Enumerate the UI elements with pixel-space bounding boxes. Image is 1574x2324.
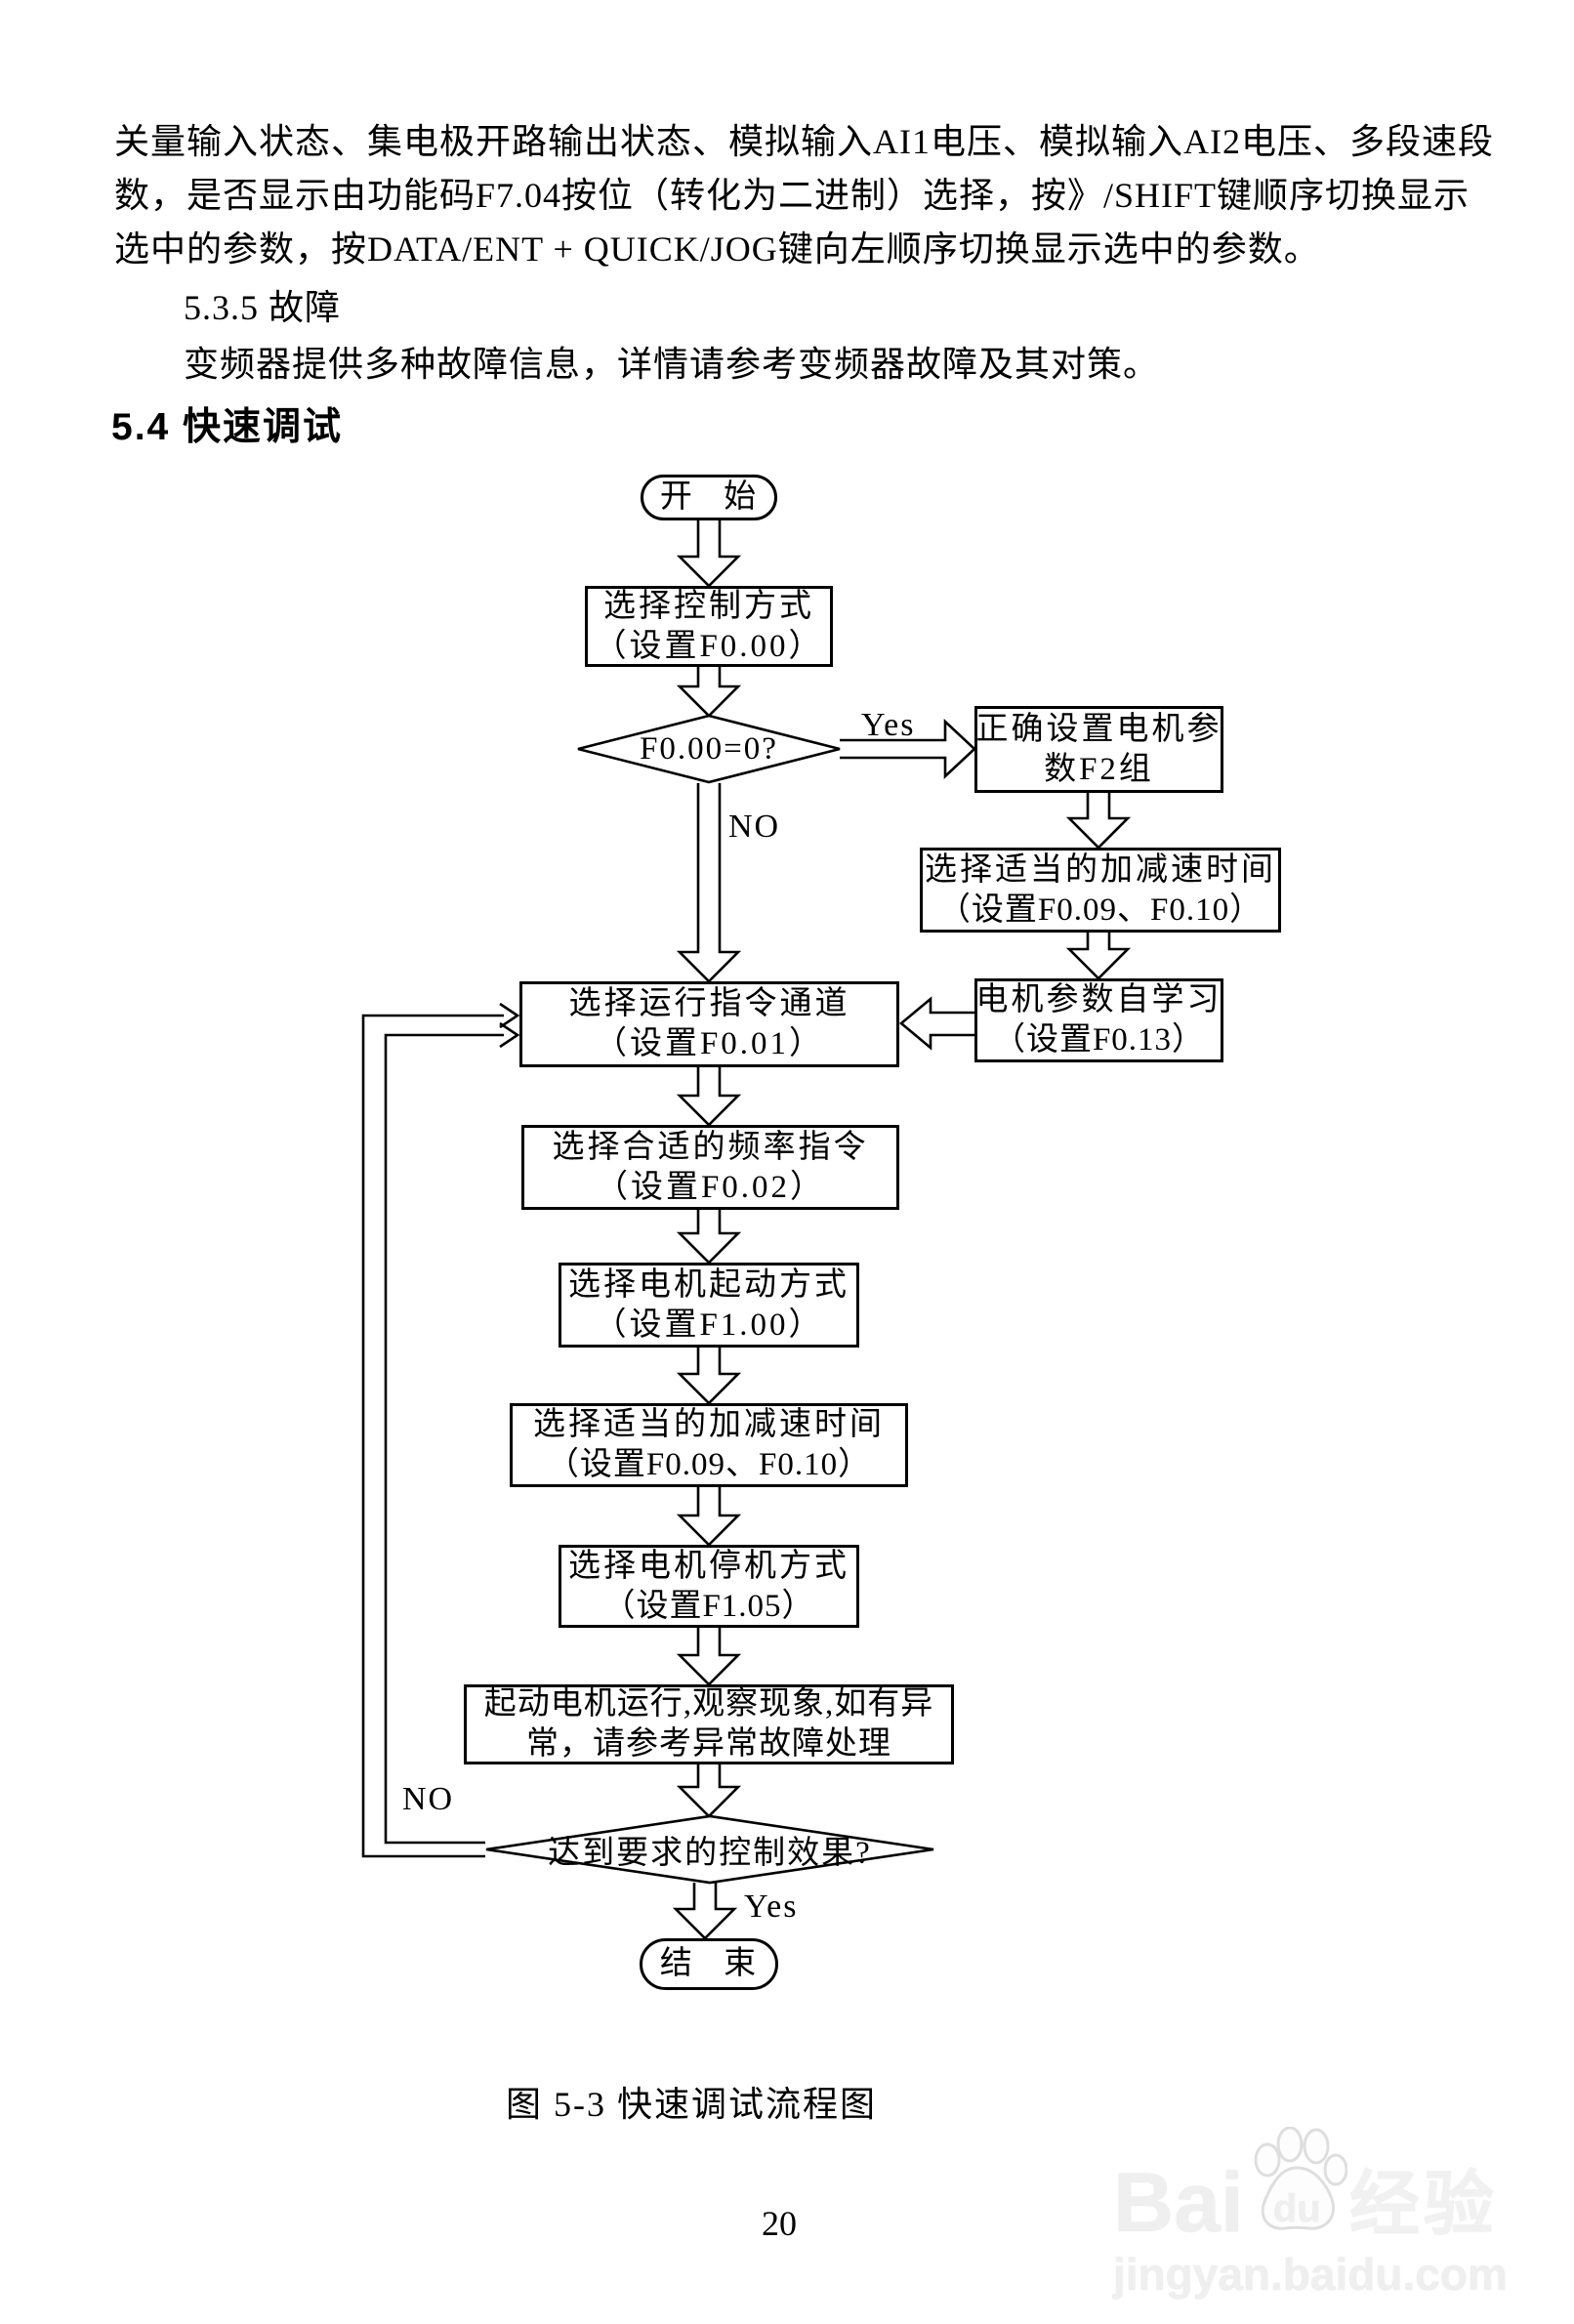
flow-node-text: 选择电机起动方式 — [568, 1266, 849, 1303]
watermark-url-text: jingyan.baidu.com — [1113, 2249, 1508, 2300]
intro-line-1: 关量输入状态、集电极开路输出状态、模拟输入AI1电压、模拟输入AI2电压、多段速… — [114, 122, 1494, 161]
label-yes-bottom: Yes — [744, 1888, 799, 1925]
arrow-control-to-decision — [676, 667, 742, 718]
arrow-frequency-to-startmode — [676, 1210, 742, 1265]
section-5-3-5-body: 变频器提供多种故障信息，详情请参考变频器故障及其对策。 — [184, 345, 1160, 384]
decision-diamond-f000 — [577, 714, 841, 784]
label-no-bottom: NO — [402, 1781, 455, 1817]
flow-node-text: 选择合适的频率指令 — [552, 1129, 869, 1165]
flow-node-text: （设置F0.02） — [595, 1169, 826, 1205]
flow-node-text: （设置F1.00） — [594, 1307, 824, 1343]
arrow-start-to-control — [676, 520, 742, 588]
arrow-runchannel-to-frequency — [676, 1067, 742, 1127]
flow-node-run-observe: 起动电机运行,观察现象,如有异 常，请参考异常故障处理 — [464, 1684, 954, 1764]
flow-node-motor-autotune: 电机参数自学习 （设置F0.13） — [974, 978, 1223, 1062]
arrow-acceldecel-to-stopmode — [676, 1487, 742, 1547]
flow-node-accel-decel-main: 选择适当的加减速时间 （设置F0.09、F0.10） — [510, 1403, 908, 1487]
flow-node-end: 结 束 — [640, 1938, 778, 1990]
page-number: 20 — [762, 2204, 797, 2243]
flow-decision-f000-label: F0.00=0? — [640, 730, 778, 767]
label-yes-top: Yes — [861, 707, 916, 743]
watermark-jingyan-text: 经验 — [1348, 2166, 1498, 2244]
flow-node-text: 常，请参考异常故障处理 — [526, 1726, 891, 1762]
arrow-autotune-to-runchannel — [898, 996, 974, 1051]
intro-line-3: 选中的参数，按DATA/ENT + QUICK/JOG键向左顺序切换显示选中的参… — [114, 229, 1320, 269]
flow-node-text: （设置F0.09、F0.10） — [937, 892, 1263, 928]
section-5-3-5-heading: 5.3.5 故障 — [184, 288, 342, 327]
no-loop-arrowhead-lower — [499, 1021, 520, 1049]
decision-diamond-effect — [485, 1814, 934, 1885]
flow-node-start-mode: 选择电机起动方式 （设置F1.00） — [559, 1263, 859, 1348]
flow-node-text: 选择适当的加减速时间 — [925, 851, 1276, 888]
flow-node-text: （设置F0.13） — [992, 1022, 1206, 1058]
flow-node-text: （设置F1.05） — [602, 1588, 815, 1624]
watermark-baidu-text: Bai — [1113, 2156, 1244, 2250]
arrow-startmode-to-acceldecel — [676, 1348, 742, 1405]
arrow-motorparams-to-acceldecel-right — [1065, 793, 1132, 850]
baidu-jingyan-watermark: Bai du 经验 jingyan.baidu.com — [1113, 2126, 1508, 2301]
flow-node-text: 选择运行指令通道 — [568, 986, 850, 1021]
flow-node-text: （设置F0.00） — [594, 628, 824, 664]
flow-node-accel-decel-right: 选择适当的加减速时间 （设置F0.09、F0.10） — [920, 848, 1281, 933]
flow-node-set-motor-params: 正确设置电机参 数F2组 — [974, 706, 1223, 793]
flow-node-text: 起动电机运行,观察现象,如有异 — [483, 1686, 934, 1722]
no-loop-outer-line — [361, 1014, 504, 1858]
label-no-top: NO — [728, 809, 781, 845]
flow-node-text: 正确设置电机参 — [975, 711, 1222, 747]
flow-node-text: （设置F0.09、F0.10） — [546, 1447, 872, 1482]
flow-node-text: 电机参数自学习 — [975, 982, 1222, 1017]
flow-decision-effect-label: 达到要求的控制效果? — [548, 1836, 872, 1871]
flow-node-run-command-channel: 选择运行指令通道 （设置F0.01） — [519, 981, 899, 1067]
flow-node-text: 选择适当的加减速时间 — [533, 1407, 885, 1442]
intro-line-2: 数，是否显示由功能码F7.04按位（转化为二进制）选择，按》/SHIFT键顺序切… — [114, 176, 1470, 215]
section-5-4-heading: 5.4 快速调试 — [111, 406, 344, 448]
flow-node-select-control-mode: 选择控制方式 （设置F0.00） — [585, 586, 833, 667]
arrow-stopmode-to-run — [676, 1628, 742, 1686]
no-loop-arrowhead-upper — [499, 1002, 520, 1029]
arrow-decision2-to-end — [672, 1883, 738, 1940]
flow-node-text: 选择控制方式 — [603, 588, 814, 624]
flow-node-text: 选择电机停机方式 — [568, 1548, 849, 1584]
flow-node-stop-mode: 选择电机停机方式 （设置F1.05） — [559, 1545, 859, 1628]
no-loop-inner-line — [384, 1033, 504, 1845]
baidu-paw-icon: du — [1246, 2126, 1348, 2242]
flow-node-start: 开 始 — [641, 475, 777, 520]
figure-caption: 图 5-3 快速调试流程图 — [506, 2085, 877, 2124]
arrow-acceldecel-right-to-autotune — [1065, 933, 1132, 980]
flow-node-text: 数F2组 — [1044, 751, 1154, 787]
watermark-du-text: du — [1272, 2187, 1321, 2230]
flow-node-frequency-command: 选择合适的频率指令 （设置F0.02） — [521, 1125, 899, 1210]
flow-node-text: （设置F0.01） — [594, 1026, 825, 1061]
arrow-run-to-decision2 — [676, 1764, 742, 1818]
